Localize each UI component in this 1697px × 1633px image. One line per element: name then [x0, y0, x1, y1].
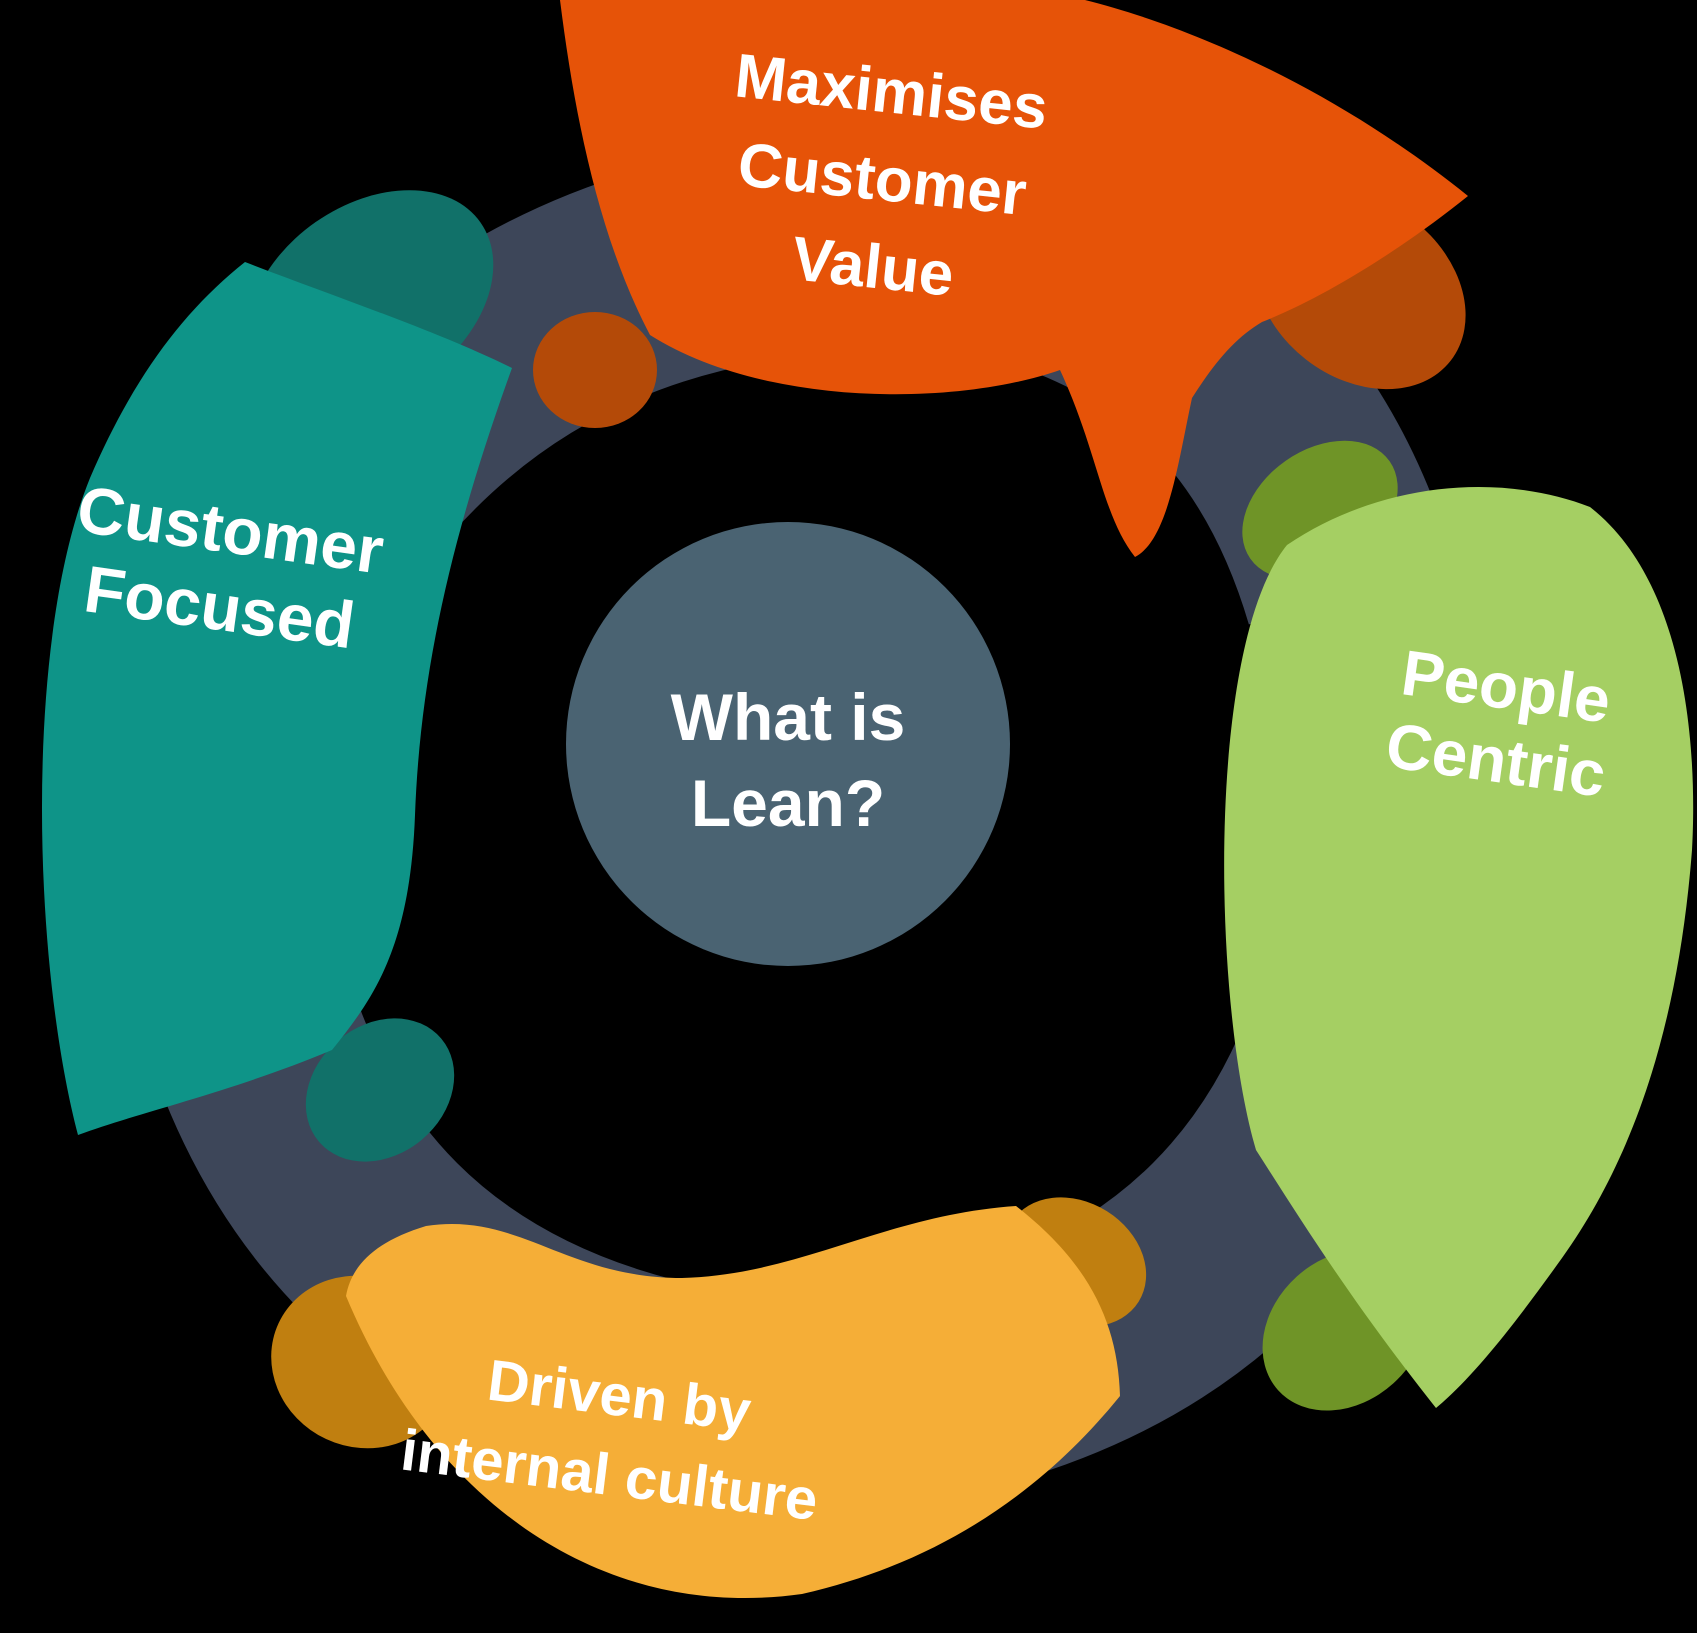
fold-teal-bottom: [305, 1018, 455, 1162]
fold-orange-left: [533, 312, 657, 428]
center-title-line-2: Lean?: [691, 766, 885, 840]
banner-top: [560, 0, 1468, 557]
banner-left: [41, 262, 513, 1135]
center-circle: [566, 522, 1010, 966]
banner-top-label-line-3: Value: [789, 224, 957, 310]
ribbon-banners: [41, 0, 1694, 1599]
center-title-line-1: What is: [671, 680, 906, 754]
banner-bottom: [346, 1206, 1120, 1599]
banner-right: [1224, 487, 1694, 1408]
center-title: What is Lean?: [671, 680, 906, 840]
